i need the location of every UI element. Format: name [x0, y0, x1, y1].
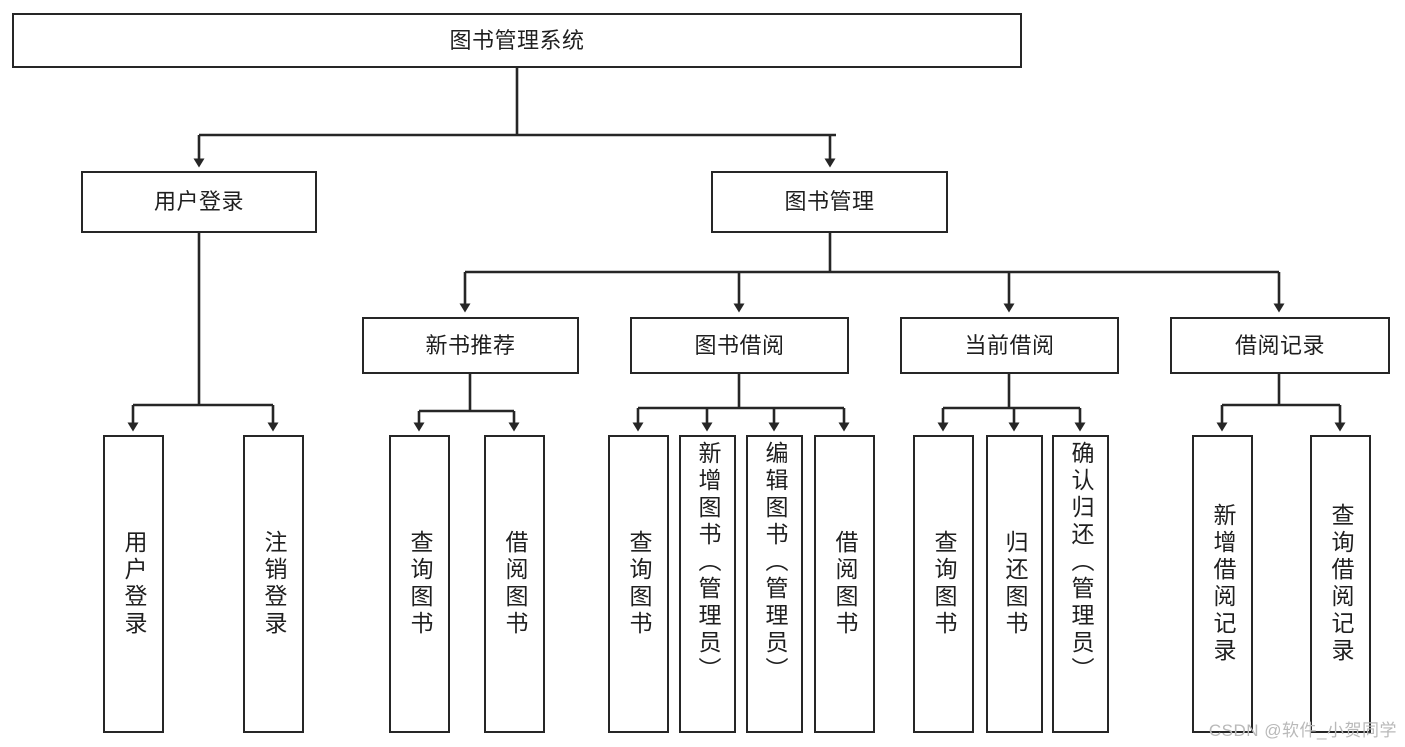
node-book-management-label: 图书管理 — [784, 189, 875, 215]
leaf-borrow-book-label: 借阅图书 — [832, 530, 858, 638]
leaf-user-logout-label: 注销登录 — [261, 530, 287, 638]
leaf-return-book[interactable]: 归还图书 — [986, 435, 1043, 733]
leaf-query-book-current-label: 查询图书 — [931, 530, 957, 638]
leaf-add-borrow-record[interactable]: 新增借阅记录 — [1192, 435, 1253, 733]
leaf-add-book-admin-label: 新增图书（管理员） — [695, 441, 721, 684]
node-user-login[interactable]: 用户登录 — [81, 171, 317, 233]
leaf-add-borrow-record-label: 新增借阅记录 — [1210, 503, 1236, 665]
leaf-query-borrow-record[interactable]: 查询借阅记录 — [1310, 435, 1371, 733]
node-new-book-recommend-label: 新书推荐 — [425, 332, 516, 358]
node-book-management[interactable]: 图书管理 — [711, 171, 948, 233]
leaf-confirm-return-admin-label: 确认归还（管理员） — [1068, 441, 1094, 684]
leaf-query-book-current[interactable]: 查询图书 — [913, 435, 974, 733]
node-book-borrow-label: 图书借阅 — [694, 332, 785, 358]
leaf-query-book-recommend[interactable]: 查询图书 — [389, 435, 450, 733]
leaf-edit-book-admin[interactable]: 编辑图书（管理员） — [746, 435, 803, 733]
leaf-query-book-borrow[interactable]: 查询图书 — [608, 435, 669, 733]
leaf-confirm-return-admin[interactable]: 确认归还（管理员） — [1052, 435, 1109, 733]
node-user-login-label: 用户登录 — [153, 189, 244, 215]
leaf-query-book-recommend-label: 查询图书 — [407, 530, 433, 638]
leaf-query-borrow-record-label: 查询借阅记录 — [1328, 503, 1354, 665]
leaf-return-book-label: 归还图书 — [1002, 530, 1028, 638]
leaf-user-logout[interactable]: 注销登录 — [243, 435, 304, 733]
node-new-book-recommend[interactable]: 新书推荐 — [362, 317, 579, 374]
leaf-query-book-borrow-label: 查询图书 — [626, 530, 652, 638]
node-current-borrow-label: 当前借阅 — [964, 332, 1055, 358]
node-book-borrow[interactable]: 图书借阅 — [630, 317, 849, 374]
leaf-borrow-book-recommend[interactable]: 借阅图书 — [484, 435, 545, 733]
node-root[interactable]: 图书管理系统 — [12, 13, 1022, 68]
watermark: CSDN @软件_小贺同学 — [1208, 721, 1397, 740]
node-current-borrow[interactable]: 当前借阅 — [900, 317, 1119, 374]
leaf-borrow-book-recommend-label: 借阅图书 — [502, 530, 528, 638]
leaf-edit-book-admin-label: 编辑图书（管理员） — [762, 441, 788, 684]
leaf-add-book-admin[interactable]: 新增图书（管理员） — [679, 435, 736, 733]
node-borrow-record[interactable]: 借阅记录 — [1170, 317, 1390, 374]
leaf-user-login[interactable]: 用户登录 — [103, 435, 164, 733]
node-root-label: 图书管理系统 — [449, 27, 585, 53]
leaf-user-login-label: 用户登录 — [121, 530, 147, 638]
node-borrow-record-label: 借阅记录 — [1234, 332, 1325, 358]
leaf-borrow-book[interactable]: 借阅图书 — [814, 435, 875, 733]
